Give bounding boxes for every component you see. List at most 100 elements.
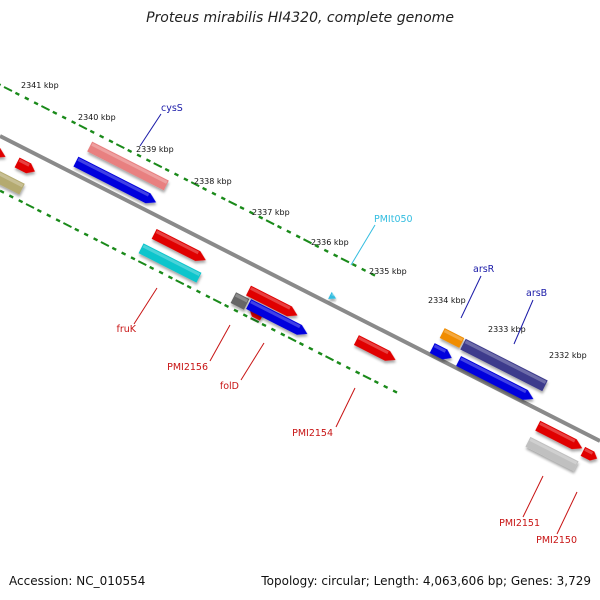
feature-shape bbox=[230, 292, 250, 310]
feature-shape bbox=[151, 228, 206, 261]
outer-track-tick-mark bbox=[24, 96, 30, 101]
inner-track-tick-mark bbox=[242, 313, 248, 318]
outer-track-tick-mark bbox=[99, 134, 105, 139]
outer-track-tick-mark bbox=[190, 181, 200, 188]
feature-highlight bbox=[529, 438, 578, 465]
gene-label-arsb: arsB bbox=[526, 288, 547, 299]
outer-track-tick-mark bbox=[0, 83, 2, 87]
inner-track-tick-mark bbox=[167, 275, 173, 280]
feature-highlight bbox=[464, 340, 547, 384]
gene-label-pmi2154: PMI2154 bbox=[292, 428, 333, 439]
inner-track-tick-mark bbox=[280, 332, 286, 337]
feature-shape bbox=[138, 243, 202, 283]
gene-label-pmit050: PMIt050 bbox=[374, 214, 413, 225]
gene-leader-line bbox=[209, 324, 231, 362]
inner-track-tick-mark bbox=[298, 341, 304, 347]
outer-track-tick-mark bbox=[303, 238, 312, 245]
inner-track-tick-mark bbox=[175, 279, 185, 286]
feature-highlight bbox=[155, 230, 199, 255]
inner-track-tick-mark bbox=[250, 317, 260, 324]
feature-shape bbox=[460, 338, 548, 392]
scale-label-2341-kbp: 2341 kbp bbox=[21, 81, 59, 90]
feature-fruK-red bbox=[151, 228, 206, 261]
inner-track-tick-mark bbox=[383, 384, 389, 389]
feature-cysS-salmon bbox=[87, 141, 169, 191]
genome-summary-text: Topology: circular; Length: 4,063,606 bp… bbox=[260, 574, 591, 588]
outer-track-tick-mark bbox=[295, 234, 301, 239]
feature-shape bbox=[525, 436, 579, 472]
feature-shape bbox=[439, 328, 465, 348]
outer-track-tick-mark bbox=[33, 101, 39, 106]
inner-track-tick-mark bbox=[62, 222, 72, 228]
feature-highlight bbox=[0, 168, 24, 188]
feature-fruK-cyan bbox=[138, 243, 202, 283]
gene-leader-line bbox=[139, 113, 162, 147]
outer-track-tick-mark bbox=[286, 229, 292, 234]
inner-track-tick-mark bbox=[287, 336, 297, 343]
outer-track-tick-mark bbox=[71, 120, 77, 125]
inner-track-tick-mark bbox=[149, 265, 155, 270]
outer-track-tick-mark bbox=[40, 105, 50, 111]
feature-outer-left-olive bbox=[0, 167, 25, 195]
outer-track-tick-mark bbox=[265, 219, 275, 226]
outer-track-tick-mark bbox=[370, 272, 376, 277]
feature-shape bbox=[353, 335, 396, 361]
outer-track-tick-mark bbox=[239, 205, 245, 210]
outer-track-tick-mark bbox=[115, 143, 125, 149]
inner-track-tick-mark bbox=[100, 241, 110, 247]
inner-track-tick-mark bbox=[233, 308, 239, 313]
feature-cysS-blue bbox=[73, 156, 157, 204]
feature-arsR-blue bbox=[429, 343, 452, 360]
feature-shape bbox=[0, 167, 25, 195]
outer-track-tick-mark bbox=[52, 110, 58, 115]
inner-track-tick-mark bbox=[0, 189, 5, 194]
outer-track-tick-mark bbox=[340, 257, 350, 264]
outer-tick-track bbox=[0, 83, 376, 277]
accession-text: Accession: NC_010554 bbox=[9, 574, 145, 588]
inner-track-tick-mark bbox=[111, 246, 117, 251]
outer-track-tick-mark bbox=[220, 196, 226, 201]
outer-track-tick-mark bbox=[127, 148, 133, 153]
inner-track-tick-mark bbox=[46, 213, 52, 218]
outer-track-tick-mark bbox=[136, 153, 142, 158]
outer-track-tick-mark bbox=[164, 167, 170, 172]
outer-track-tick-mark bbox=[183, 177, 189, 182]
inner-track-tick-mark bbox=[195, 289, 201, 294]
inner-track-tick-mark bbox=[8, 194, 14, 199]
feature-shape bbox=[73, 156, 157, 204]
outer-track-tick-mark bbox=[78, 124, 88, 130]
inner-track-tick-mark bbox=[74, 227, 80, 232]
feature-highlight bbox=[460, 357, 527, 394]
inner-track-tick-mark bbox=[137, 260, 147, 266]
gene-leader-line bbox=[513, 299, 534, 345]
inner-track-tick-mark bbox=[55, 218, 61, 223]
outer-track-tick-mark bbox=[258, 215, 264, 220]
feature-folD-blue bbox=[246, 299, 308, 335]
scale-label-2332-kbp: 2332 kbp bbox=[549, 351, 587, 360]
scale-label-2335-kbp: 2335 kbp bbox=[369, 267, 407, 276]
gene-labels: cysSPMIt050arsRarsBfruKPMI2156folDPMI215… bbox=[116, 103, 578, 546]
gene-leader-line bbox=[460, 275, 482, 319]
gene-label-cyss: cysS bbox=[161, 103, 183, 114]
gene-label-fruk: fruK bbox=[116, 324, 136, 335]
inner-track-tick-mark bbox=[205, 294, 211, 299]
inner-track-tick-mark bbox=[373, 380, 379, 385]
outer-track-tick-mark bbox=[361, 267, 367, 272]
gene-label-pmi2156: PMI2156 bbox=[167, 362, 208, 373]
inner-track-tick-mark bbox=[392, 389, 398, 394]
scale-label-2336-kbp: 2336 kbp bbox=[311, 238, 349, 247]
outer-track-tick-mark bbox=[351, 263, 357, 268]
feature-shape bbox=[0, 140, 6, 158]
outer-track-tick-mark bbox=[145, 158, 151, 163]
outer-track-tick-mark bbox=[228, 200, 238, 207]
inner-track-tick-mark bbox=[261, 322, 267, 327]
feature-highlight bbox=[77, 158, 150, 197]
inner-track-tick-mark bbox=[345, 365, 351, 370]
feature-highlight bbox=[357, 336, 389, 355]
feature-highlight bbox=[91, 142, 168, 184]
feature-PMI2154-red bbox=[353, 335, 396, 361]
feature-PMIt050-triangle bbox=[328, 291, 337, 299]
inner-track-tick-mark bbox=[325, 355, 334, 362]
feature-PMI2151-grey bbox=[525, 436, 579, 472]
